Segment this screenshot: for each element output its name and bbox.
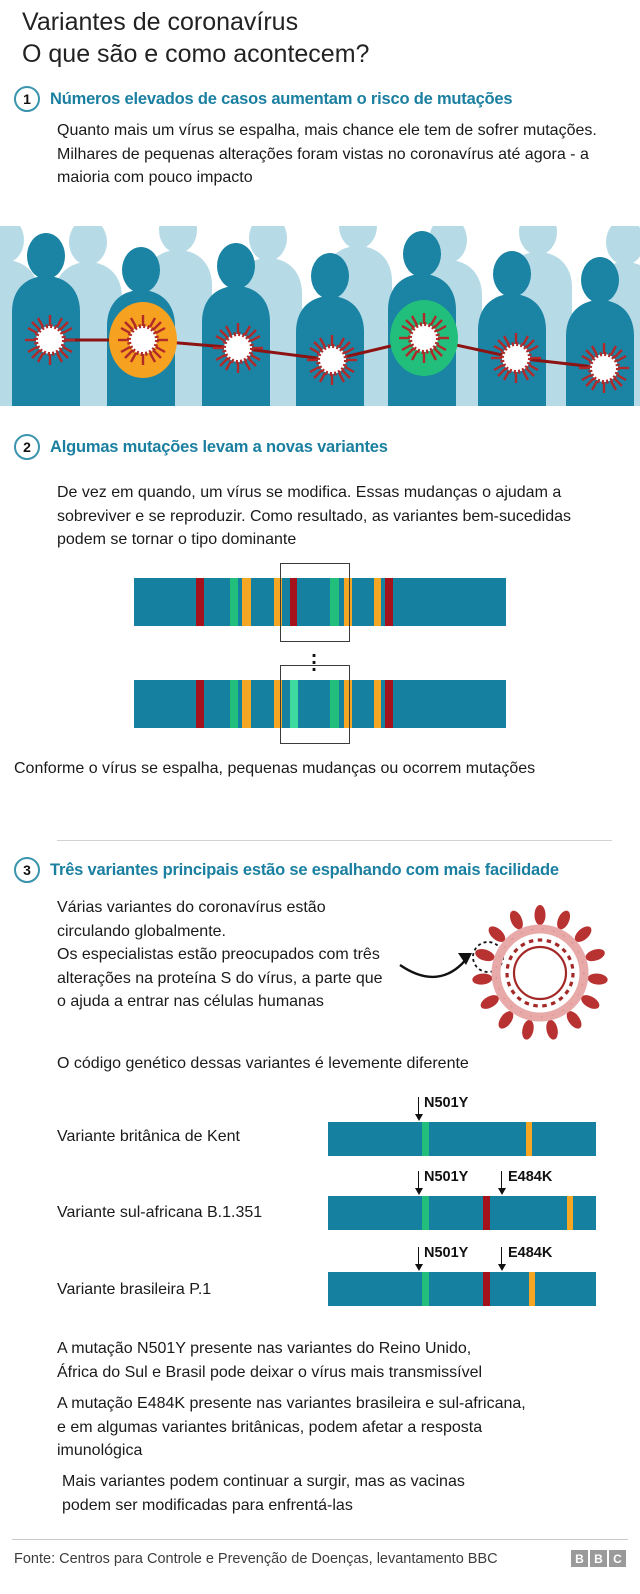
step-3-number: 3 xyxy=(14,857,40,883)
variant-bar-2 xyxy=(328,1272,596,1306)
bbc-letter-b2: B xyxy=(590,1550,607,1567)
variant-bar-0 xyxy=(328,1122,596,1156)
title-line-1: Variantes de coronavírus xyxy=(22,8,299,36)
variant-label-2: Variante brasileira P.1 xyxy=(57,1281,212,1298)
genome-stripe xyxy=(385,680,393,728)
note-2: Mais variantes podem continuar a surgir,… xyxy=(62,1473,465,1514)
genome-stripe xyxy=(290,680,298,728)
variant-2-mutation-1-arrow xyxy=(497,1247,506,1271)
variant-2-mutation-0-arrow xyxy=(414,1247,423,1271)
note-1: A mutação E484K presente nas variantes b… xyxy=(57,1395,526,1459)
rna-strand xyxy=(505,938,575,1008)
variant-mutation-stripe xyxy=(483,1196,491,1230)
genome-stripe xyxy=(385,578,393,626)
genome-stripe xyxy=(242,578,251,626)
genome-stripe xyxy=(230,680,238,728)
pointer-arrow xyxy=(399,956,469,979)
coronavirus-icon xyxy=(399,905,608,1040)
genome-stripe xyxy=(242,680,251,728)
bbc-letter-c: C xyxy=(609,1550,626,1567)
variant-1-mutation-0-label: N501Y xyxy=(424,1169,469,1185)
variant-1-mutation-1-arrow xyxy=(497,1171,506,1195)
genome-stripe xyxy=(374,578,381,626)
variant-1-mutation-0-arrow xyxy=(414,1171,423,1195)
step-3-subcaption: O código genético dessas variantes é lev… xyxy=(57,1055,469,1072)
variant-extra-stripe xyxy=(526,1122,533,1156)
genome-bar-mutated xyxy=(134,680,506,728)
variant-0-mutation-0-arrow xyxy=(414,1097,423,1121)
genome-stripe xyxy=(230,578,238,626)
genome-stripe xyxy=(274,680,282,728)
genome-stripe xyxy=(374,680,381,728)
genome-stripe xyxy=(290,578,297,626)
genome-bar-original xyxy=(134,578,506,626)
genome-stripe xyxy=(330,680,339,728)
step-3-header: 3 Três variantes principais estão se esp… xyxy=(14,857,559,883)
variant-1-mutation-1-label: E484K xyxy=(508,1169,553,1185)
genome-focus-box-top xyxy=(280,563,350,642)
variant-bar-1 xyxy=(328,1196,596,1230)
step-1-header: 1 Números elevados de casos aumentam o r… xyxy=(14,86,513,112)
variant-extra-stripe xyxy=(529,1272,535,1306)
step-2-caption: Conforme o vírus se espalha, pequenas mu… xyxy=(14,760,536,777)
variant-2-mutation-0-label: N501Y xyxy=(424,1245,469,1261)
title-line-2: O que são e como acontecem? xyxy=(22,40,370,68)
variant-2-mutation-1-label: E484K xyxy=(508,1245,553,1261)
step-2-title: Algumas mutações levam a novas variantes xyxy=(50,437,388,456)
genome-stripe xyxy=(274,578,282,626)
page-title: Variantes de coronavírus O que são e com… xyxy=(22,6,622,70)
variant-0-mutation-0-label: N501Y xyxy=(424,1095,469,1111)
variant-mutation-stripe xyxy=(483,1272,491,1306)
variant-mutation-stripe xyxy=(421,1196,429,1230)
step-1-title: Números elevados de casos aumentam o ris… xyxy=(50,89,513,108)
variant-extra-stripe xyxy=(566,1196,573,1230)
footer-source: Fonte: Centros para Controle e Prevenção… xyxy=(14,1551,498,1567)
genome-stripe xyxy=(196,680,204,728)
section-divider xyxy=(57,840,612,841)
step-3-body: Várias variantes do coronavírus estão ci… xyxy=(57,899,383,1010)
virus-icons xyxy=(25,313,629,393)
genome-focus-box-bottom xyxy=(280,665,350,744)
transmission-chain-illustration xyxy=(0,203,640,466)
genome-stripe xyxy=(330,578,339,626)
genome-stripe xyxy=(344,578,352,626)
people-silhouettes xyxy=(0,203,640,466)
genome-stripe xyxy=(344,680,352,728)
bbc-letter-b1: B xyxy=(571,1550,588,1567)
footer-divider xyxy=(12,1539,628,1540)
step-1-body: Quanto mais um vírus se espalha, mais ch… xyxy=(57,122,597,186)
step-2-number: 2 xyxy=(14,434,40,460)
step-2-header: 2 Algumas mutações levam a novas variant… xyxy=(14,434,388,460)
variant-label-1: Variante sul-africana B.1.351 xyxy=(57,1204,263,1221)
genome-stripe xyxy=(196,578,204,626)
variant-mutation-stripe xyxy=(421,1122,429,1156)
step-1-number: 1 xyxy=(14,86,40,112)
step-3-title: Três variantes principais estão se espal… xyxy=(50,860,559,879)
bbc-logo: B B C xyxy=(571,1550,626,1567)
step-2-body: De vez em quando, um vírus se modifica. … xyxy=(57,484,572,548)
variant-mutation-stripe xyxy=(421,1272,429,1306)
note-0: A mutação N501Y presente nas variantes d… xyxy=(57,1340,483,1381)
variant-label-0: Variante britânica de Kent xyxy=(57,1128,240,1145)
